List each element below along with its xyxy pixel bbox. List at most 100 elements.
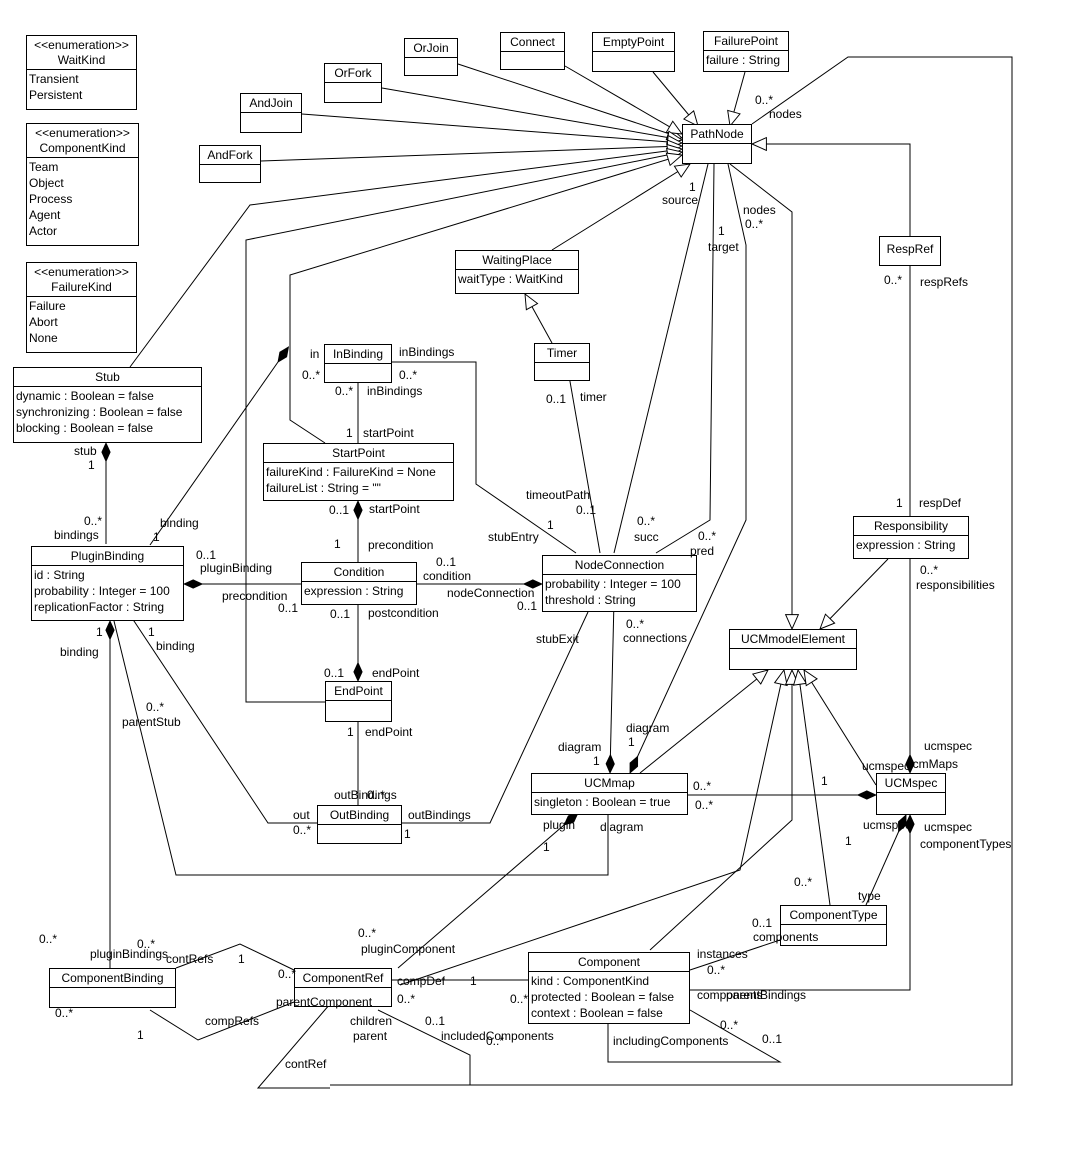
association-label: 0..1 xyxy=(576,503,597,517)
association-label: connections xyxy=(623,631,688,645)
class-name: EmptyPoint xyxy=(602,35,665,49)
attr: Process xyxy=(29,192,73,206)
class-failurekind: <<enumeration>> FailureKind Failure Abor… xyxy=(26,262,137,353)
assoc-componenttype-ucmspec xyxy=(865,815,906,906)
association-label: 0..* xyxy=(367,788,386,802)
association-label: 0..* xyxy=(695,798,714,812)
association-label: 0..1 xyxy=(436,555,457,569)
association-label: contRef xyxy=(285,1057,327,1071)
association-label: 0..1 xyxy=(546,392,567,406)
attr: Object xyxy=(29,176,64,190)
association-label: binding xyxy=(160,516,199,530)
association-label: parentStub xyxy=(122,715,181,729)
association-label: 0..* xyxy=(335,384,354,398)
attr: dynamic : Boolean = false xyxy=(16,389,154,403)
association-label: binding xyxy=(156,639,195,653)
association-label: timeoutPath xyxy=(526,488,591,502)
association-label: 1 xyxy=(547,518,554,532)
association-label: 1 xyxy=(543,840,550,854)
class-waitkind: <<enumeration>> WaitKind Transient Persi… xyxy=(26,35,137,110)
class-connect: Connect xyxy=(500,32,565,70)
attr: waitType : WaitKind xyxy=(458,272,563,286)
association-label: succ xyxy=(634,530,659,544)
class-name: Connect xyxy=(510,35,555,49)
assoc-pathnode-nodeconnection-source xyxy=(613,163,709,554)
association-label: stubEntry xyxy=(488,530,539,544)
gen-orjoin-pathnode xyxy=(457,63,682,138)
class-nodeconnection: NodeConnection probability : Integer = 1… xyxy=(542,555,697,612)
class-ucmmap: UCMmap singleton : Boolean = true xyxy=(531,773,688,815)
association-label: 1 xyxy=(346,426,353,440)
class-name: ComponentType xyxy=(789,908,878,922)
association-label: 1 xyxy=(896,496,903,510)
attr: Transient xyxy=(29,72,79,86)
association-label: 0..1 xyxy=(330,607,351,621)
association-label: 0..* xyxy=(486,1034,505,1048)
gen-failurepoint-pathnode xyxy=(730,71,746,126)
assoc-pluginbinding-inbinding xyxy=(149,362,278,546)
class-emptypoint: EmptyPoint xyxy=(592,32,675,72)
association-label: stub xyxy=(74,444,97,458)
association-label: stubExit xyxy=(536,632,579,646)
association-label: 0..* xyxy=(39,932,58,946)
class-pluginbinding: PluginBinding id : String probability : … xyxy=(31,546,184,621)
class-component: Component kind : ComponentKind protected… xyxy=(528,952,690,1024)
class-name: WaitKind xyxy=(57,53,106,67)
gen-component-ucmmodelelement xyxy=(649,670,792,951)
class-name: WaitingPlace xyxy=(482,253,552,267)
association-label: 0..* xyxy=(55,1006,74,1020)
class-name: AndFork xyxy=(207,148,253,162)
class-name: Component xyxy=(577,955,641,969)
association-label: precondition xyxy=(368,538,434,552)
association-label: 0..* xyxy=(698,529,717,543)
attributes: singleton : Boolean = true xyxy=(532,792,687,811)
attr: id : String xyxy=(34,568,85,582)
association-label: 0..* xyxy=(293,823,312,837)
class-andjoin: AndJoin xyxy=(240,93,302,133)
association-label: 0..1 xyxy=(278,601,299,615)
association-label: 1 xyxy=(334,537,341,551)
class-name: Responsibility xyxy=(873,519,949,533)
association-label: 0..* xyxy=(358,926,377,940)
association-label: pluginBinding xyxy=(200,561,273,575)
association-label: condition xyxy=(423,569,472,583)
assoc-componentbinding-componentref xyxy=(175,943,295,971)
association-label: 0..* xyxy=(510,992,529,1006)
class-componentref: ComponentRef xyxy=(294,968,392,1007)
class-name: Condition xyxy=(333,565,385,579)
class-orjoin: OrJoin xyxy=(404,38,458,76)
association-label: in xyxy=(310,347,320,361)
attr: kind : ComponentKind xyxy=(531,974,650,988)
class-startpoint: StartPoint failureKind : FailureKind = N… xyxy=(263,443,454,501)
association-label: nodes xyxy=(769,107,802,121)
attributes: probability : Integer = 100 threshold : … xyxy=(543,574,696,609)
association-label: 0..* xyxy=(884,273,903,287)
association-label: parentBindings xyxy=(726,988,807,1002)
assoc-component-componenttype xyxy=(689,939,781,971)
association-label: ucmspec xyxy=(924,820,973,834)
association-label: target xyxy=(708,240,739,254)
assoc-component-including xyxy=(607,1009,782,1063)
attr: failure : String xyxy=(706,53,781,67)
association-label: 0..* xyxy=(397,992,416,1006)
association-label: 0..* xyxy=(745,217,764,231)
class-name: ComponentBinding xyxy=(61,971,164,985)
association-label: out xyxy=(293,808,310,822)
assoc-nodeconnection-ucmmap xyxy=(610,599,614,773)
gen-andjoin-pathnode xyxy=(301,113,682,143)
association-label: startPoint xyxy=(363,426,414,440)
gen-waitingplace-pathnode xyxy=(551,164,690,251)
association-label: source xyxy=(662,193,699,207)
attr: replicationFactor : String xyxy=(34,600,165,614)
assoc-ucmspec-nodes xyxy=(330,56,1013,1086)
class-name: PathNode xyxy=(690,127,744,141)
assoc-componentref-contref xyxy=(256,1003,331,1089)
association-label: 0..* xyxy=(626,617,645,631)
attr: None xyxy=(29,331,58,345)
class-failurepoint: FailurePoint failure : String xyxy=(703,31,789,72)
gen-endpoint-pathnode xyxy=(245,152,682,703)
attr: Persistent xyxy=(29,88,83,102)
assoc-outbinding-nodeconnection xyxy=(402,611,589,824)
class-stub: Stub dynamic : Boolean = false synchroni… xyxy=(13,367,202,443)
